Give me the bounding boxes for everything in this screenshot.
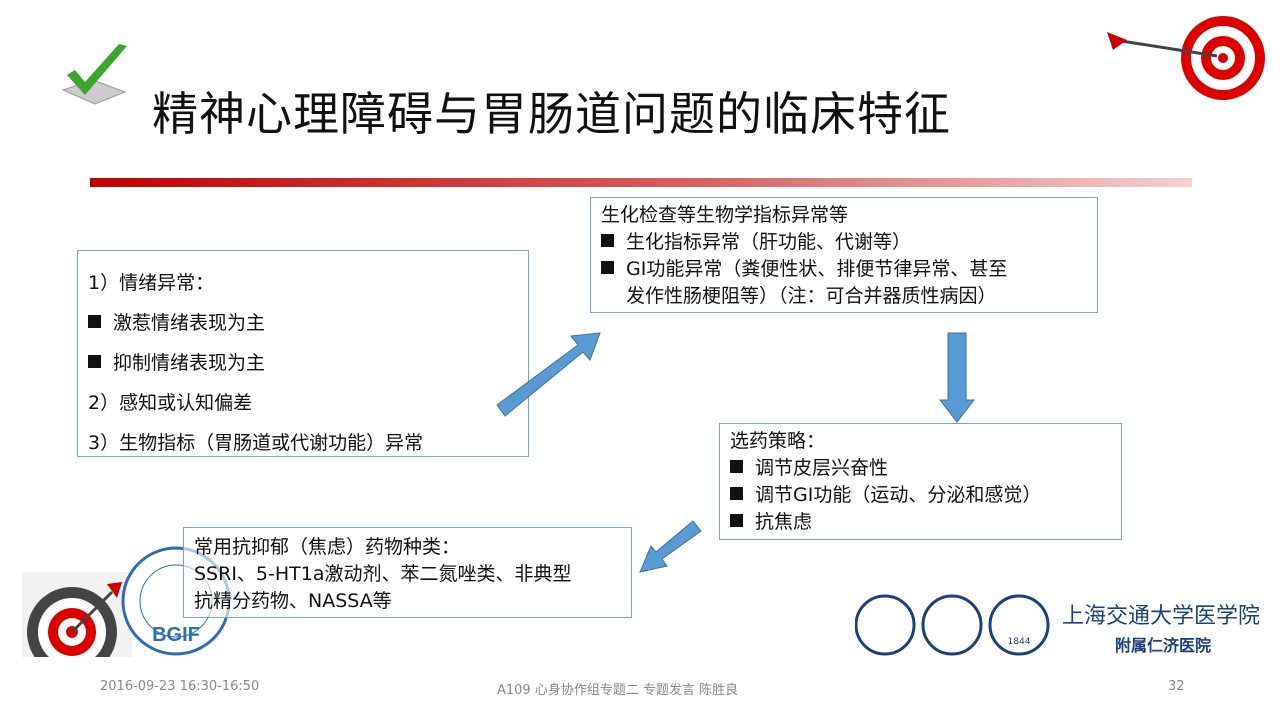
strategy-box: 选药策略： 调节皮层兴奋性 调节GI功能（运动、分泌和感觉） 抗焦虑 [719,423,1122,540]
target-dart-icon [1105,10,1265,109]
svg-text:BGIF: BGIF [152,624,200,646]
list-item: 生化指标异常（肝功能、代谢等） [601,229,1097,256]
page-number: 32 [1168,679,1185,694]
list-item: 激惹情绪表现为主 [88,303,528,343]
drug-line: 抗精分药物、NASSA等 [194,590,392,612]
page-title: 精神心理障碍与胃肠道问题的临床特征 [152,87,951,141]
arrow-down-icon [938,332,976,423]
university-seals: 1844 [854,592,1055,662]
footer-date: 2016-09-23 16:30-16:50 [100,679,260,694]
box-heading: 生化检查等生物学指标异常等 [601,204,849,226]
hospital-name: 附属仁济医院 [1115,636,1212,655]
list-item: 抗焦虑 [730,509,1121,536]
list-item: 3）生物指标（胃肠道或代谢功能）异常 [88,432,424,454]
svg-text:1844: 1844 [1008,637,1031,647]
symptoms-box: 1）情绪异常： 激惹情绪表现为主 抑制情绪表现为主 2）感知或认知偏差 3）生物… [77,250,529,457]
box-heading: 常用抗抑郁（焦虑）药物种类： [194,536,461,558]
list-item: 调节皮层兴奋性 [730,455,1121,482]
title-divider [90,178,1192,187]
target-dart-icon [22,572,132,677]
checkmark-icon [55,40,135,114]
list-item: 1）情绪异常： [88,272,215,294]
biochem-box: 生化检查等生物学指标异常等 生化指标异常（肝功能、代谢等） GI功能异常（粪便性… [590,197,1098,313]
list-item: 抑制情绪表现为主 [88,343,528,383]
list-item: GI功能异常（粪便性状、排便节律异常、甚至 [601,256,1097,283]
box-heading: 选药策略： [730,430,826,452]
list-item: 调节GI功能（运动、分泌和感觉） [730,482,1121,509]
list-item: 发作性肠梗阻等）（注：可合并器质性病因） [626,285,997,307]
drugs-box: 常用抗抑郁（焦虑）药物种类： SSRI、5-HT1a激动剂、苯二氮唑类、非典型 … [183,527,632,618]
footer-session: A109 心身协作组专题二 专题发言 陈胜良 [497,683,739,698]
arrow-down-left-icon [639,520,702,573]
list-item: 2）感知或认知偏差 [88,392,253,414]
drug-line: SSRI、5-HT1a激动剂、苯二氮唑类、非典型 [194,563,572,585]
school-name: 上海交通大学医学院 [1062,604,1261,629]
